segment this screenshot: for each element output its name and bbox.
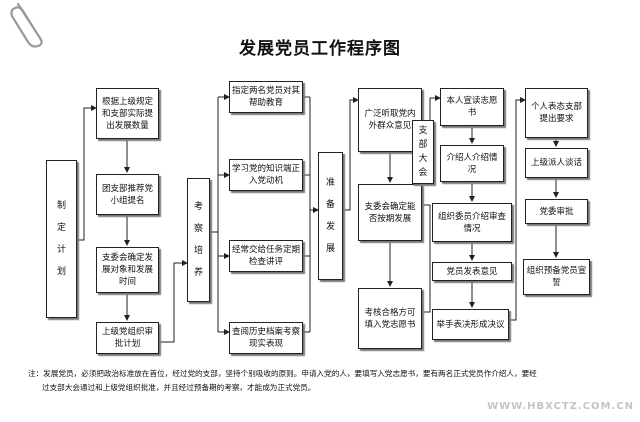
box-study-party: 学习党的知识端正入党动机 [229, 159, 303, 191]
branch-meeting-box: 支部大会 [412, 120, 434, 184]
page-title: 发展党员工作程序图 [239, 39, 401, 59]
box-oath: 组织预备党员宣誓 [523, 259, 590, 295]
footnote-line-2: 过支部大会通过和上级党组织批准，并且经过预备期的考察，才能成为正式党员。 [42, 383, 316, 392]
box-committee-review: 组织委员介绍审查情况 [432, 203, 512, 242]
box-assign-tasks: 经常交给任务定期检查讲评 [229, 240, 303, 272]
box-set-quantity: 根据上级规定和支部实际提出发展数量 [96, 88, 159, 139]
box-approve-plan: 上级党组织审批计划 [96, 322, 159, 354]
box-members-opinions: 党员发表意见 [432, 262, 512, 281]
footnote-line-1: 注：发展党员，必须把政治标准放在首位，经过党的支部，坚持个别吸收的原则。申请入党… [28, 369, 537, 378]
box-listen-opinions: 广泛听取党内外群众意见 [358, 88, 422, 152]
watermark: WWW.HBXCTZ.COM.CN [487, 401, 634, 412]
box-personal-statement: 个人表态支部提出要求 [525, 88, 588, 138]
box-fill-application: 考核合格方可填入党志愿书 [358, 288, 422, 349]
box-party-approval: 党委审批 [525, 199, 588, 224]
box-assign-mentors: 指定两名党员对其帮助教育 [229, 81, 303, 113]
prepare-box: 准备发展 [318, 152, 343, 280]
box-read-application: 本人宣读志愿书 [440, 88, 504, 126]
box-superior-talk: 上级派人谈话 [525, 148, 588, 178]
paperclip-icon [10, 2, 43, 48]
box-decide-on-time: 支委会确定能否按期发展 [358, 184, 422, 241]
box-determine-target: 支委会确定发展对象和发展时间 [96, 247, 159, 293]
box-vote-resolution: 举手表决形成决议 [432, 309, 509, 340]
box-introducer-report: 介绍人介绍情况 [440, 145, 504, 182]
examine-box: 考察培养 [187, 178, 210, 302]
box-review-records: 查阅历史档案考察现实表现 [229, 322, 303, 354]
plan-box: 制定计划 [46, 160, 77, 318]
box-recommend: 团支部推荐党小组提名 [96, 174, 159, 215]
footnote: 注：发展党员，必须把政治标准放在首位，经过党的支部，坚持个别吸收的原则。申请入党… [28, 367, 618, 395]
